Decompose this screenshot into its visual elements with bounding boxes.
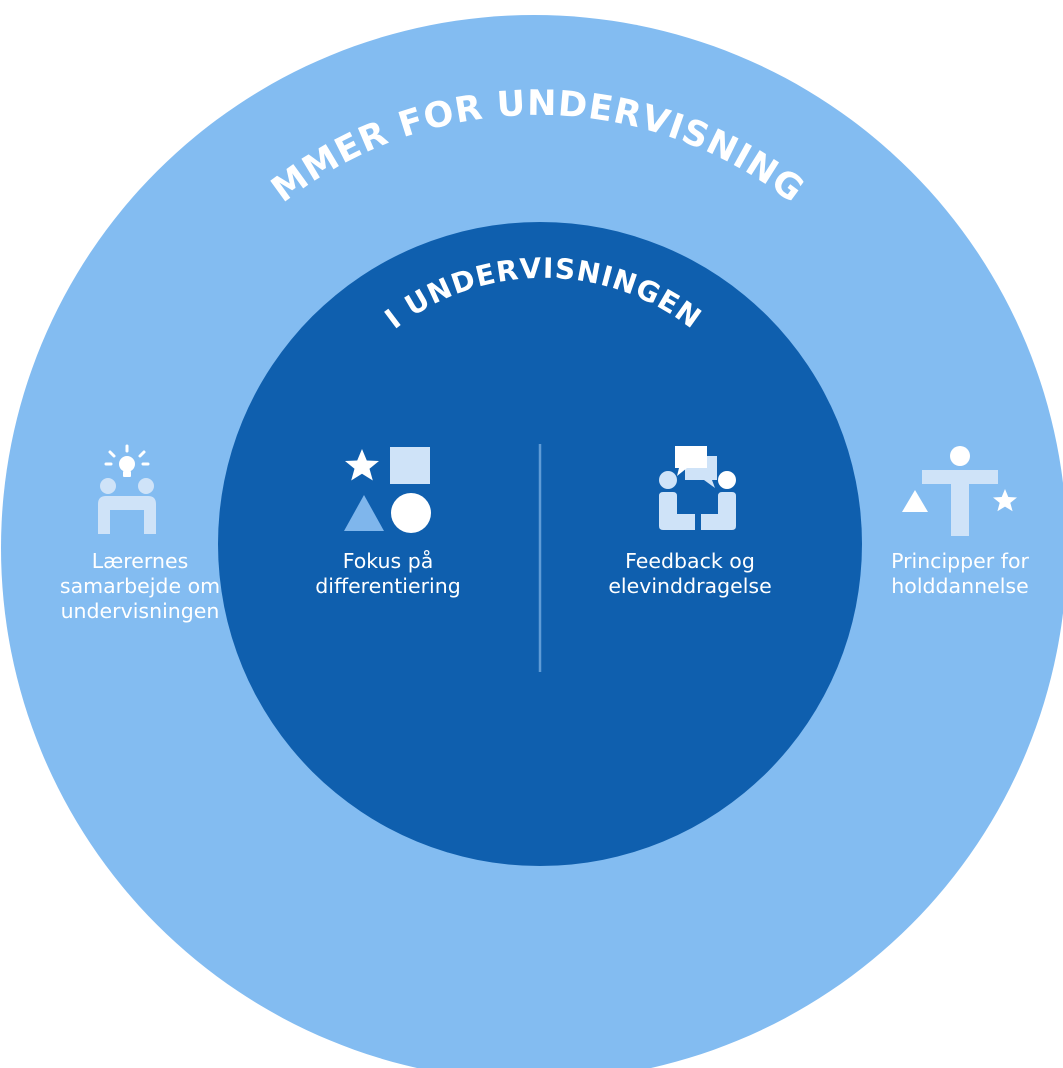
label-line: Lærernes [91,549,189,573]
label-inner-right: Feedback og elevinddragelse [605,549,775,599]
shapes-icon [344,447,431,533]
feedback-chat-icon [659,446,736,530]
label-right-outer: Principper for holddannelse [880,549,1040,599]
balance-principles-icon [902,446,1017,536]
label-line: differentiering [315,574,461,598]
label-line: undervisningen [60,599,220,623]
label-line: Feedback og [625,549,755,573]
label-inner-left: Fokus på differentiering [313,549,463,599]
label-line: samarbejde om [59,574,221,598]
label-line: holddannelse [891,574,1029,598]
collaboration-lightbulb-icon [98,444,156,534]
label-left-outer: Lærernes samarbejde om undervisningen [55,549,225,624]
label-line: Principper for [891,549,1029,573]
label-line: elevinddragelse [608,574,772,598]
label-line: Fokus på [342,549,434,573]
